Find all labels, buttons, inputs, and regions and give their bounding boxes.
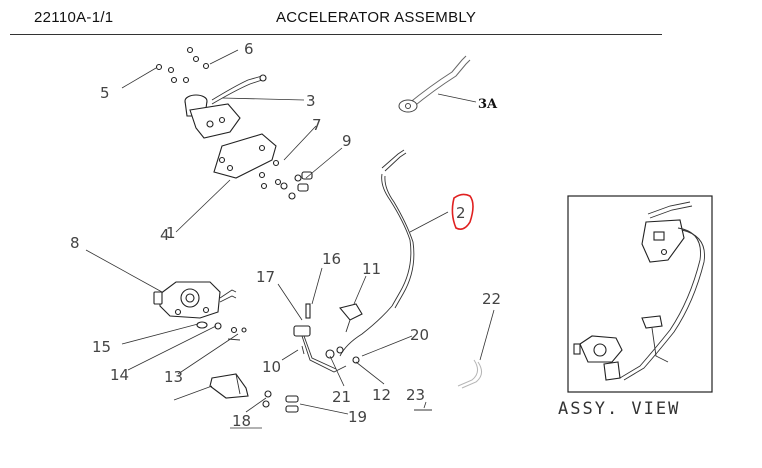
part-8-throttle-actuator <box>153 281 237 319</box>
callout-19: 19 <box>348 408 367 426</box>
fasteners-18-19 <box>262 390 299 413</box>
callout-21: 21 <box>332 388 351 406</box>
lower-linkage <box>293 303 363 373</box>
assy-view-label: ASSY. VIEW <box>558 399 680 419</box>
callout-numbers: 1 2 3 3A 4 5 6 7 8 9 10 11 12 13 14 15 1… <box>70 40 501 430</box>
assy-view-inset <box>567 195 713 393</box>
fasteners-7-9 <box>258 159 313 200</box>
fasteners-5-6 <box>155 46 210 84</box>
part-2-accelerator-cable <box>339 149 415 357</box>
callout-9: 9 <box>342 132 352 150</box>
header-rule <box>10 34 662 35</box>
drawing-code: 22110A-1/1 <box>34 9 114 26</box>
callout-20: 20 <box>410 326 429 344</box>
callout-13: 13 <box>164 368 183 386</box>
callout-3: 3 <box>306 92 316 110</box>
callout-16: 16 <box>322 250 341 268</box>
part-3-pedal-bracket <box>184 74 267 139</box>
assy-view-frame <box>567 195 713 393</box>
callout-10: 10 <box>262 358 281 376</box>
drawing-title: ACCELERATOR ASSEMBLY <box>276 9 477 26</box>
leader-lines <box>85 49 495 429</box>
callout-6: 6 <box>244 40 254 58</box>
callout-14: 14 <box>110 366 129 384</box>
callout-23: 23 <box>406 386 425 404</box>
callout-1: 1 <box>166 224 176 242</box>
callout-7: 7 <box>312 116 322 134</box>
callout-12: 12 <box>372 386 391 404</box>
callout-5: 5 <box>100 84 110 102</box>
callout-22: 22 <box>482 290 501 308</box>
highlight-mark <box>451 193 474 230</box>
callout-2: 2 <box>456 204 466 222</box>
washers-13-15 <box>196 321 247 341</box>
part-1-bracket <box>209 373 249 399</box>
part-4-mounting-plate <box>213 133 277 179</box>
callout-15: 15 <box>92 338 111 356</box>
callout-8: 8 <box>70 234 80 252</box>
callout-18: 18 <box>232 412 251 430</box>
part-3a-pedal-arm <box>398 55 471 113</box>
callout-3a: 3A <box>478 97 498 112</box>
callout-4: 4 <box>160 226 170 244</box>
callout-17: 17 <box>256 268 275 286</box>
part-22-harness <box>457 359 482 389</box>
callout-11: 11 <box>362 260 381 278</box>
